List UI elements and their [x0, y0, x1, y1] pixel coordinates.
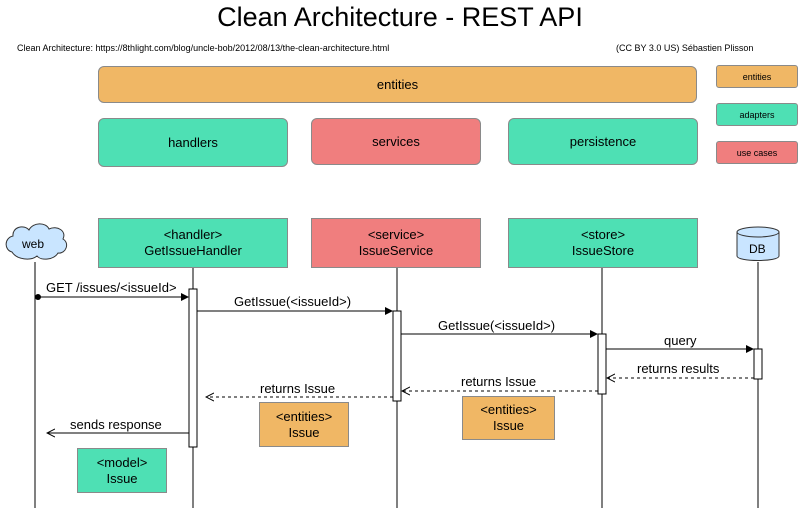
participant-handler: <handler> GetIssueHandler — [98, 218, 288, 268]
note-entities-issue-2-name: Issue — [492, 418, 525, 433]
message-returns-results-label: returns results — [637, 361, 720, 376]
web-cloud-shape — [5, 223, 68, 260]
note-entities-issue-1-stereotype: <entities> — [275, 408, 333, 424]
legend-adapters-label: adapters — [739, 109, 775, 120]
activation-handler — [188, 288, 198, 448]
db-cylinder-shape — [736, 226, 780, 261]
layer-services-label: services — [372, 133, 420, 149]
note-model-issue: <model> Issue — [77, 448, 167, 493]
message-get-issue-2-label: GetIssue(<issueId>) — [438, 318, 556, 333]
layer-persistence-label: persistence — [569, 133, 637, 149]
note-entities-issue-2: <entities> Issue — [462, 396, 555, 440]
participant-service-stereotype: <service> — [367, 227, 425, 242]
message-sends-response-label: sends response — [70, 417, 162, 432]
layer-entities: entities — [98, 66, 697, 103]
participant-service: <service> IssueService — [311, 218, 481, 268]
legend-entities-label: entities — [742, 71, 772, 82]
note-model-issue-name: Issue — [106, 470, 138, 486]
legend-use-cases-label: use cases — [736, 147, 778, 158]
activation-db — [753, 348, 763, 380]
participant-service-name: IssueService — [358, 243, 434, 258]
legend-use-cases: use cases — [716, 141, 798, 164]
source-link-text: Clean Architecture: https://8thlight.com… — [17, 43, 390, 53]
legend-adapters: adapters — [716, 103, 798, 126]
activation-store — [597, 333, 607, 395]
message-get-issues-label: GET /issues/<issueId> — [46, 280, 177, 295]
participant-handler-stereotype: <handler> — [163, 227, 223, 242]
participant-store-name: IssueStore — [571, 243, 635, 258]
message-query-label: query — [664, 333, 697, 348]
note-entities-issue-1: <entities> Issue — [259, 402, 349, 447]
note-entities-issue-1-name: Issue — [288, 424, 320, 440]
layer-services: services — [311, 118, 481, 165]
message-get-issue-1-label: GetIssue(<issueId>) — [234, 294, 352, 309]
layer-persistence: persistence — [508, 118, 698, 165]
credit-text: (CC BY 3.0 US) Sébastien Plisson — [616, 43, 754, 53]
note-model-issue-stereotype: <model> — [96, 454, 148, 470]
participant-handler-name: GetIssueHandler — [144, 243, 242, 258]
activation-service — [392, 310, 402, 402]
message-returns-issue-2-label: returns Issue — [461, 374, 537, 389]
diagram-title: Clean Architecture - REST API — [217, 2, 583, 32]
layer-entities-label: entities — [376, 76, 419, 92]
participant-store: <store> IssueStore — [508, 218, 698, 268]
participant-db-label: DB — [749, 242, 766, 256]
note-entities-issue-2-stereotype: <entities> — [480, 402, 537, 417]
message-returns-issue-1-label: returns Issue — [260, 381, 336, 396]
layer-handlers: handlers — [98, 118, 288, 167]
participant-web-label: web — [22, 237, 45, 251]
participant-store-stereotype: <store> — [580, 227, 626, 242]
layer-handlers-label: handlers — [168, 134, 218, 150]
legend-entities: entities — [716, 65, 798, 88]
